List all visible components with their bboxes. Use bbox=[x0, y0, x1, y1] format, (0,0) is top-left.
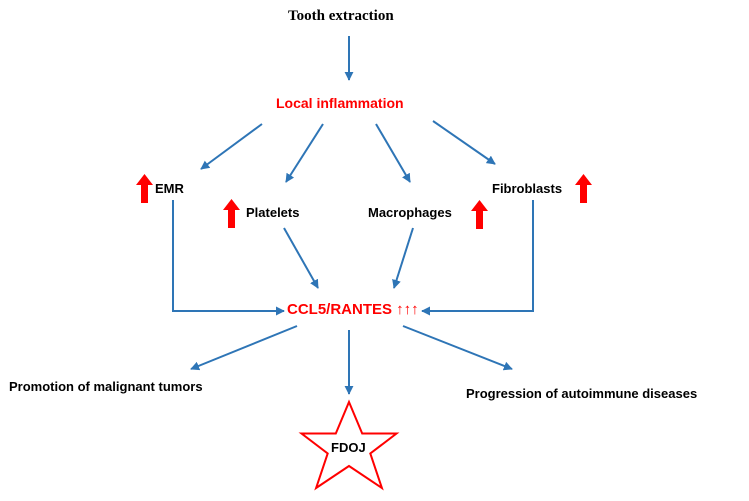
arrow-inflammation-to-platelets bbox=[285, 123, 324, 183]
node-platelets: Platelets bbox=[246, 205, 300, 220]
arrow-fibroblasts-to-ccl5 bbox=[421, 200, 534, 316]
up-arrow-icon bbox=[575, 174, 592, 203]
node-emr: EMR bbox=[155, 181, 184, 196]
node-ccl5-rantes: CCL5/RANTES ↑↑↑ bbox=[287, 301, 419, 318]
node-fibroblasts: Fibroblasts bbox=[492, 181, 563, 196]
up-arrow-icon bbox=[471, 200, 488, 229]
node-fdoj: FDOJ bbox=[331, 440, 366, 455]
node-local-inflammation: Local inflammation bbox=[276, 95, 404, 111]
arrow-inflammation-to-fibroblasts bbox=[432, 120, 496, 165]
arrow-inflammation-to-macrophages bbox=[375, 123, 411, 183]
arrow-emr-to-ccl5 bbox=[172, 200, 285, 316]
arrow-ccl5-to-progression bbox=[402, 325, 513, 371]
star-icon bbox=[298, 399, 400, 491]
node-progression-autoimmune: Progression of autoimmune diseases bbox=[466, 386, 698, 401]
node-macrophages: Macrophages bbox=[368, 205, 452, 220]
up-arrow-icon bbox=[136, 174, 153, 203]
node-promotion-malignant-tumors: Promotion of malignant tumors bbox=[9, 379, 203, 394]
arrow-inflammation-to-emr bbox=[200, 123, 263, 170]
arrow-macrophages-to-ccl5 bbox=[392, 227, 414, 289]
up-arrow-icon bbox=[223, 199, 240, 228]
arrow-platelets-to-ccl5 bbox=[283, 227, 319, 289]
node-tooth-extraction: Tooth extraction bbox=[288, 8, 394, 24]
arrow-ccl5-to-promotion bbox=[190, 325, 298, 371]
